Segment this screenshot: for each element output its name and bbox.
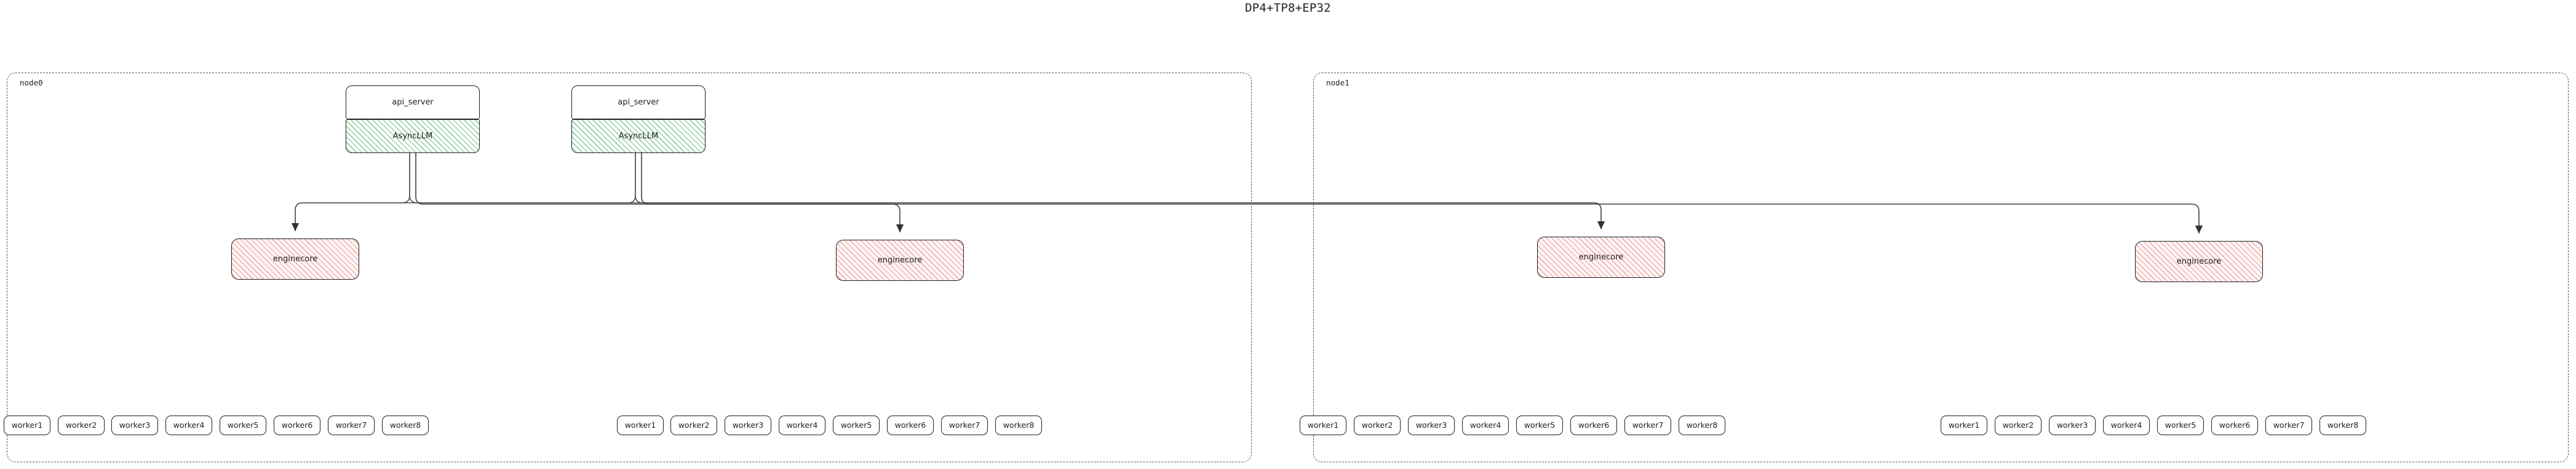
worker-label: worker5 (2165, 420, 2196, 430)
worker-box[interactable]: worker7 (328, 416, 375, 435)
worker-label: worker1 (1948, 420, 1980, 430)
node-asyncllm_1[interactable]: AsyncLLM (571, 119, 706, 153)
node-label-api_server_1: api_server (618, 98, 659, 107)
node-label-enginecore_2: enginecore (1578, 253, 1624, 262)
node-label-asyncllm_1: AsyncLLM (618, 132, 659, 141)
cluster-node1: node1 (1313, 73, 2569, 462)
worker-box[interactable]: worker8 (995, 416, 1042, 435)
worker-box[interactable]: worker3 (111, 416, 158, 435)
worker-box[interactable]: worker5 (833, 416, 880, 435)
node-enginecore_1[interactable]: enginecore (836, 240, 964, 281)
worker-label: worker8 (1003, 420, 1035, 430)
worker-box[interactable]: worker1 (1300, 416, 1346, 435)
worker-box[interactable]: worker4 (779, 416, 825, 435)
worker-box[interactable]: worker2 (58, 416, 105, 435)
worker-label: worker7 (1632, 420, 1664, 430)
node-label-enginecore_0: enginecore (272, 254, 318, 264)
node-api_server_1[interactable]: api_server (571, 85, 706, 119)
worker-label: worker4 (2110, 420, 2142, 430)
node-label-enginecore_3: enginecore (2176, 257, 2222, 266)
worker-label: worker5 (227, 420, 259, 430)
node-label-api_server_0: api_server (392, 98, 434, 107)
node-label-asyncllm_0: AsyncLLM (392, 132, 433, 141)
worker-box[interactable]: worker1 (617, 416, 664, 435)
worker-box[interactable]: worker5 (220, 416, 266, 435)
node-enginecore_2[interactable]: enginecore (1537, 237, 1665, 278)
worker-box[interactable]: worker2 (1995, 416, 2041, 435)
worker-label: worker8 (389, 420, 421, 430)
worker-label: worker2 (1361, 420, 1393, 430)
worker-label: worker4 (786, 420, 818, 430)
worker-label: worker7 (948, 420, 980, 430)
worker-box[interactable]: worker3 (2049, 416, 2096, 435)
worker-label: worker4 (1469, 420, 1501, 430)
worker-box[interactable]: worker8 (1679, 416, 1725, 435)
node-enginecore_3[interactable]: enginecore (2135, 241, 2263, 282)
worker-box[interactable]: worker2 (670, 416, 717, 435)
worker-box[interactable]: worker5 (1516, 416, 1563, 435)
worker-box[interactable]: worker3 (1408, 416, 1455, 435)
diagram-title: DP4+TP8+EP32 (1245, 1, 1331, 15)
worker-box[interactable]: worker5 (2157, 416, 2204, 435)
worker-box[interactable]: worker7 (2265, 416, 2312, 435)
worker-box[interactable]: worker6 (2211, 416, 2258, 435)
worker-box[interactable]: worker8 (382, 416, 429, 435)
worker-label: worker3 (119, 420, 151, 430)
worker-box[interactable]: worker7 (941, 416, 988, 435)
worker-label: worker6 (2219, 420, 2251, 430)
node-api_server_0[interactable]: api_server (346, 85, 480, 119)
worker-label: worker1 (624, 420, 656, 430)
worker-label: worker1 (11, 420, 43, 430)
worker-box[interactable]: worker6 (887, 416, 934, 435)
worker-box[interactable]: worker7 (1624, 416, 1671, 435)
worker-label: worker8 (2327, 420, 2359, 430)
worker-label: worker3 (1415, 420, 1447, 430)
worker-label: worker4 (173, 420, 205, 430)
cluster-node0: node0 (7, 73, 1252, 462)
worker-label: worker8 (1686, 420, 1718, 430)
node-asyncllm_0[interactable]: AsyncLLM (346, 119, 480, 153)
worker-label: worker5 (840, 420, 872, 430)
worker-label: worker2 (65, 420, 97, 430)
worker-box[interactable]: worker1 (4, 416, 50, 435)
worker-label: worker2 (678, 420, 710, 430)
worker-box[interactable]: worker1 (1941, 416, 1987, 435)
worker-box[interactable]: worker4 (2103, 416, 2150, 435)
cluster-label-node1: node1 (1326, 78, 1350, 87)
worker-box[interactable]: worker4 (1462, 416, 1509, 435)
worker-box[interactable]: worker6 (1570, 416, 1617, 435)
worker-box[interactable]: worker2 (1354, 416, 1401, 435)
cluster-label-node0: node0 (20, 78, 43, 87)
worker-label: worker7 (2273, 420, 2305, 430)
worker-label: worker1 (1307, 420, 1339, 430)
worker-label: worker6 (894, 420, 926, 430)
worker-label: worker3 (732, 420, 764, 430)
worker-label: worker5 (1524, 420, 1556, 430)
worker-box[interactable]: worker6 (274, 416, 320, 435)
node-enginecore_0[interactable]: enginecore (231, 238, 359, 280)
worker-label: worker3 (2056, 420, 2088, 430)
worker-box[interactable]: worker3 (725, 416, 771, 435)
worker-box[interactable]: worker8 (2320, 416, 2366, 435)
node-label-enginecore_1: enginecore (877, 256, 923, 265)
worker-label: worker6 (1578, 420, 1610, 430)
worker-label: worker6 (281, 420, 313, 430)
worker-box[interactable]: worker4 (165, 416, 212, 435)
worker-label: worker2 (2002, 420, 2034, 430)
worker-label: worker7 (335, 420, 367, 430)
